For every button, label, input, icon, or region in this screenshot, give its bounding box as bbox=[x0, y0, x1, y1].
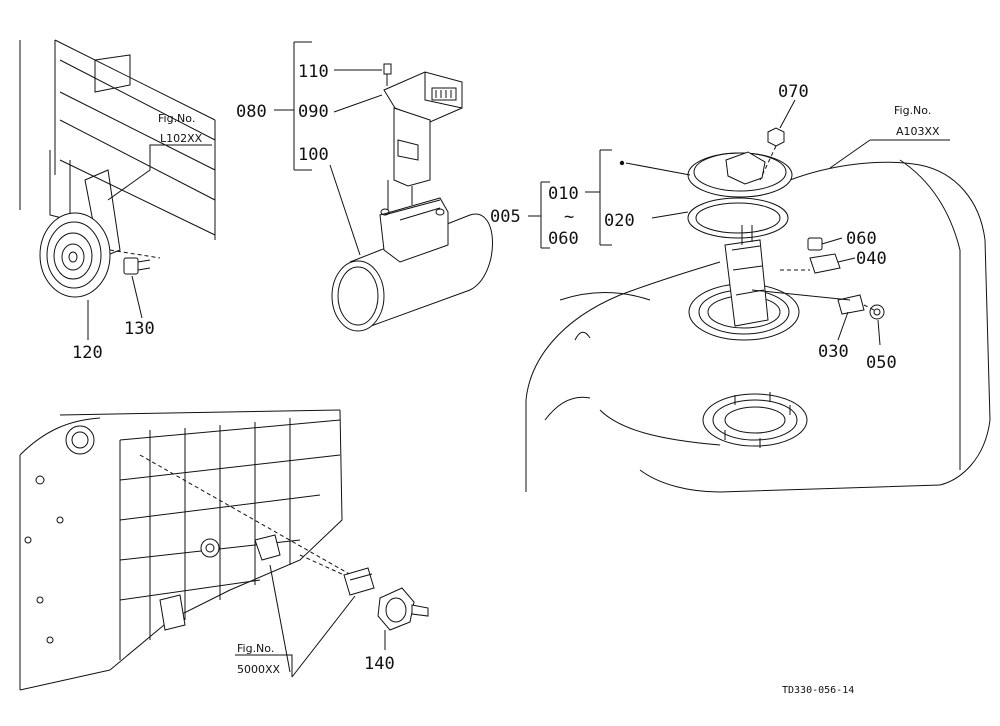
callout-080: 080 bbox=[236, 102, 267, 122]
callout-020: 020 bbox=[604, 211, 635, 231]
callout-030: 030 bbox=[818, 342, 849, 362]
callout-120: 120 bbox=[72, 343, 103, 363]
callout-070: 070 bbox=[778, 82, 809, 102]
callout-140: 140 bbox=[364, 654, 395, 674]
figref-horn-num: L102XX bbox=[160, 132, 203, 145]
callout-010: 010 bbox=[548, 184, 579, 204]
drawing-code: TD330-056-14 bbox=[782, 685, 854, 696]
callout-tilde: ~ bbox=[564, 207, 574, 227]
callout-090: 090 bbox=[298, 102, 329, 122]
callout-110: 110 bbox=[298, 62, 329, 82]
engine-block bbox=[19, 409, 429, 691]
horn-assembly bbox=[19, 39, 216, 340]
figref-horn-fig: Fig.No. bbox=[158, 112, 195, 125]
figref-tank-num: A103XX bbox=[896, 125, 940, 138]
callout-005: 005 bbox=[490, 207, 521, 227]
callout-130: 130 bbox=[124, 319, 155, 339]
mass-flow-sensor bbox=[274, 41, 493, 332]
figref-engine-num: 5000XX bbox=[237, 663, 281, 676]
fuel-tank-assembly bbox=[525, 99, 991, 493]
callout-050: 050 bbox=[866, 353, 897, 373]
figref-engine-fig: Fig.No. bbox=[237, 642, 274, 655]
callout-060a: 060 bbox=[548, 229, 579, 249]
figref-tank-fig: Fig.No. bbox=[894, 104, 931, 117]
callout-040: 040 bbox=[856, 249, 887, 269]
callout-100: 100 bbox=[298, 145, 329, 165]
callout-060b: 060 bbox=[846, 229, 877, 249]
